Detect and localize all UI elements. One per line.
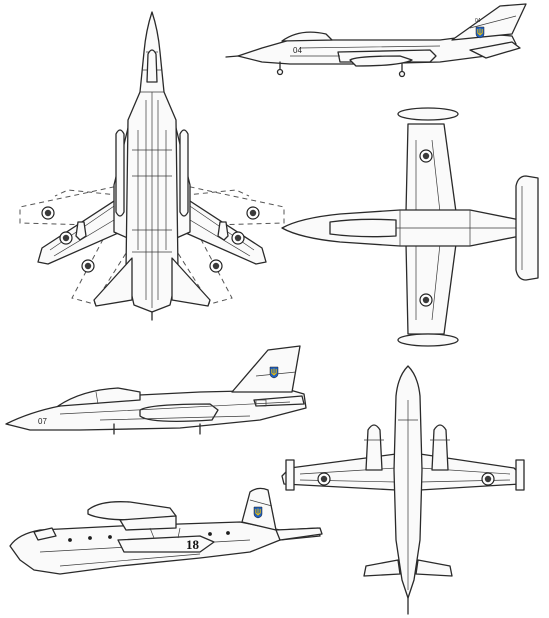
roundel-swept-left	[81, 259, 95, 273]
wing-spread-left-dashed	[19, 182, 133, 227]
trident-fin-trainer	[269, 366, 279, 379]
trainer-fin	[231, 345, 301, 393]
tail-number-07: 07	[38, 417, 47, 426]
tip-tank-lower	[397, 333, 459, 347]
roundel-amphibian-right	[481, 472, 495, 486]
roundel-wing-left	[59, 231, 73, 245]
wing-swept-left-dashed	[71, 204, 133, 305]
trainer-wing-upper	[405, 123, 457, 213]
trident-fin-fighter	[475, 26, 485, 39]
amphibian-float	[117, 535, 215, 553]
roundel-amphibian-left	[317, 472, 331, 486]
amphibian-tailplane	[363, 559, 401, 577]
trainer-canopy	[57, 387, 141, 407]
roundel-spread-right	[246, 206, 260, 220]
fighter-bomber-top-view	[19, 11, 285, 321]
tail-number-18: 18	[186, 537, 200, 552]
trainer-wing-lower	[405, 243, 457, 335]
amphibian-top-view	[281, 365, 525, 615]
tailplane-left	[93, 257, 133, 307]
roundel-wing-right	[231, 231, 245, 245]
roundel-swept-right	[209, 259, 223, 273]
roundel-spread-left	[41, 206, 55, 220]
amphibian-side-view: 18	[9, 487, 323, 575]
trident-fin-amphibian	[253, 506, 263, 519]
wing-mid-right-dashed	[175, 189, 250, 197]
tailplane-right	[171, 257, 211, 307]
wing-swept-right-dashed	[171, 204, 233, 305]
amphibian-nacelle-right	[431, 424, 449, 471]
tail-number-04: 04	[293, 46, 302, 55]
roundel-trainer-lower	[419, 293, 433, 307]
svg-text:04: 04	[475, 18, 481, 24]
jet-trainer-side-view: 07	[5, 345, 307, 435]
fighter-bomber-side-view: 04 04	[225, 3, 527, 78]
amphibian-nacelle-left	[365, 424, 383, 471]
roundel-trainer-upper	[419, 149, 433, 163]
vertical-fin	[451, 3, 527, 41]
wing-mid-left-dashed	[54, 189, 129, 197]
wing-spread-right-dashed	[171, 182, 285, 227]
tip-tank-upper	[397, 107, 459, 121]
trainer-tailplane	[515, 175, 539, 281]
jet-trainer-top-view	[281, 107, 539, 347]
